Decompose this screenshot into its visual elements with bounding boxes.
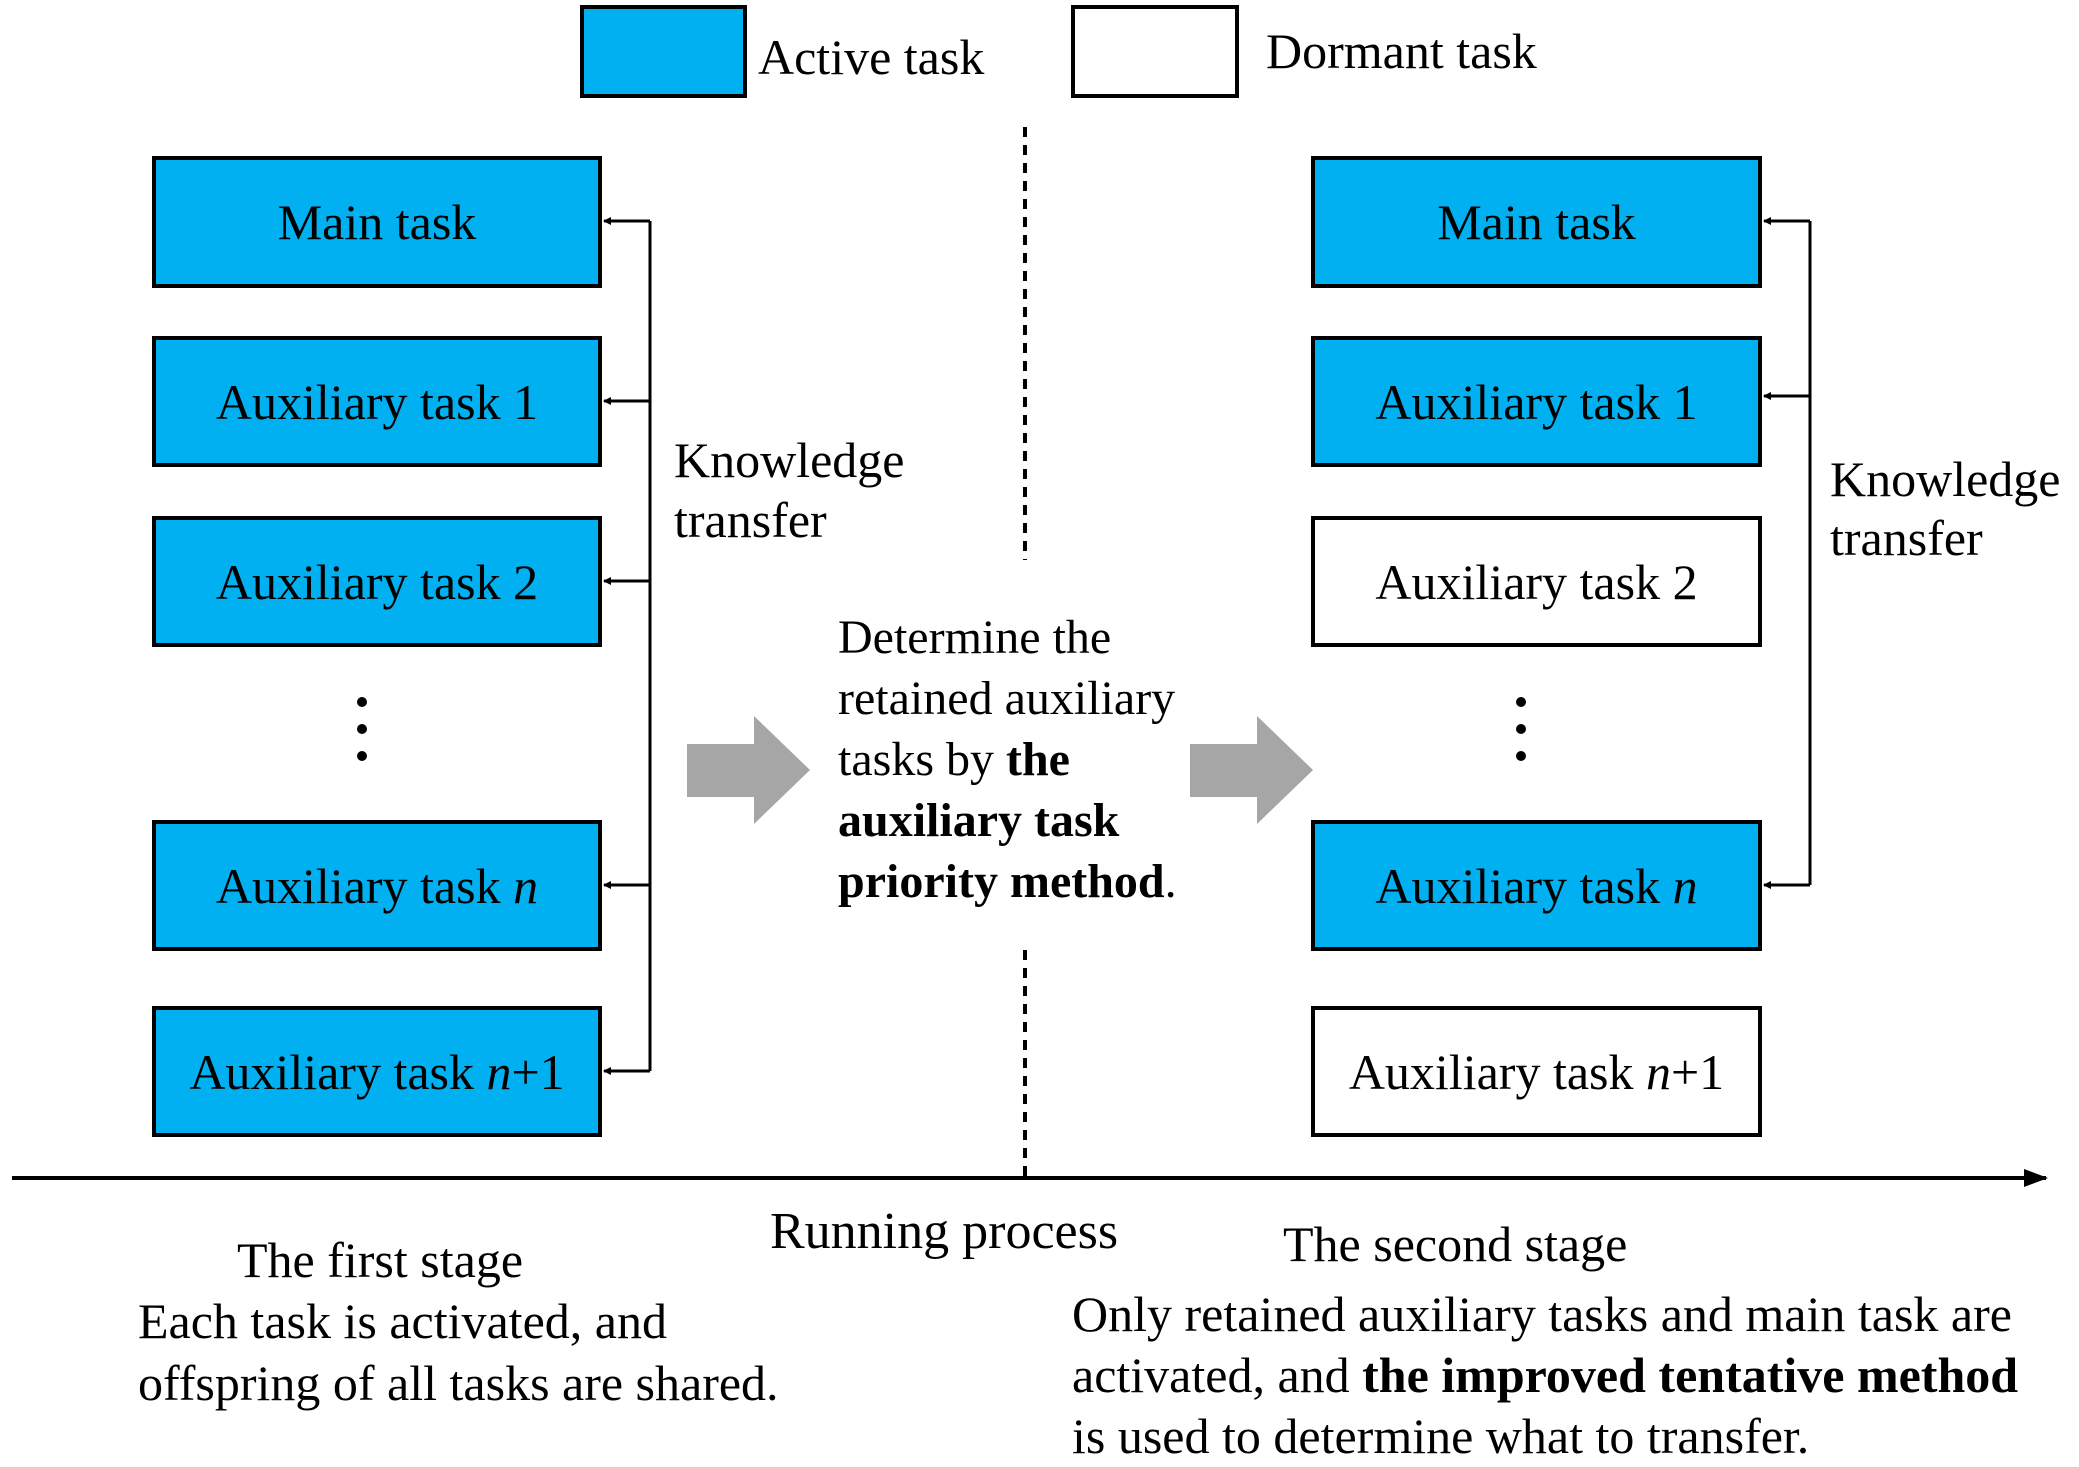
stage1-auxiliary-task-1: Auxiliary task 1 (152, 336, 602, 467)
stage2-transfer-label-line2: transfer (1830, 510, 1983, 566)
middle-line3-plain: tasks by (838, 733, 1006, 786)
legend-active-swatch (580, 5, 747, 98)
stage2-auxiliary-task-n-plus-1: Auxiliary task n+1 (1311, 1006, 1762, 1137)
task-index: n (1672, 857, 1698, 914)
stage2-desc-line3: is used to determine what to transfer. (1072, 1408, 1810, 1464)
stage2-transfer-bracket (1763, 217, 1812, 889)
stage2-desc-line2: activated, and the improved tentative me… (1072, 1345, 2018, 1406)
stage2-title: The second stage (1283, 1216, 1628, 1272)
middle-line5-plain: . (1164, 855, 1177, 908)
stage1-transfer-label-line2: transfer (674, 492, 827, 548)
task-suffix: +1 (1670, 1043, 1725, 1100)
middle-line3: tasks by the (838, 729, 1070, 790)
stage2-desc-line2-plain: activated, and (1072, 1347, 1363, 1403)
stage1-transfer-label-line1: Knowledge (674, 432, 905, 488)
gray-arrow-2 (1190, 716, 1313, 824)
task-label: Main task (277, 194, 477, 250)
stage2-desc-line1: Only retained auxiliary tasks and main t… (1072, 1286, 2012, 1342)
stage1-ellipsis (357, 697, 367, 761)
stage1-auxiliary-task-n-plus-1: Auxiliary task n+1 (152, 1006, 602, 1137)
middle-line3-bold: the (1006, 733, 1070, 786)
task-label: Auxiliary task (189, 1043, 487, 1100)
middle-line1: Determine the (838, 611, 1112, 664)
stage1-transfer-bracket (603, 217, 652, 1075)
stage1-main-task: Main task (152, 156, 602, 288)
task-suffix: +1 (511, 1043, 565, 1100)
middle-line2: retained auxiliary (838, 672, 1176, 725)
task-label: Auxiliary task (215, 857, 514, 914)
legend-dormant-label: Dormant task (1266, 23, 1537, 79)
stage2-ellipsis (1516, 697, 1526, 761)
middle-line4: auxiliary task (838, 790, 1119, 851)
stage1-auxiliary-task-2: Auxiliary task 2 (152, 516, 602, 647)
task-label: Auxiliary task (1348, 1043, 1646, 1100)
stage1-desc-line2: offspring of all tasks are shared. (138, 1355, 779, 1411)
stage1-title: The first stage (237, 1232, 524, 1288)
task-label: Auxiliary task 2 (1375, 553, 1698, 610)
stage2-auxiliary-task-2: Auxiliary task 2 (1311, 516, 1762, 647)
task-label: Auxiliary task 2 (215, 553, 539, 610)
stage2-desc-line2-bold: the improved tentative method (1362, 1347, 2019, 1403)
task-index: n (486, 1043, 512, 1100)
legend-active-label: Active task (758, 29, 985, 85)
task-label: Auxiliary task 1 (1375, 373, 1698, 430)
task-label: Auxiliary task 1 (215, 373, 539, 430)
task-index: n (513, 857, 539, 914)
axis-label: Running process (770, 1203, 1119, 1260)
gray-arrow-1 (687, 716, 810, 824)
stage1-auxiliary-task-n: Auxiliary task n (152, 820, 602, 951)
middle-line5: priority method. (838, 851, 1177, 912)
stage2-transfer-label-line1: Knowledge (1830, 451, 2061, 507)
task-index: n (1645, 1043, 1671, 1100)
stage2-auxiliary-task-n: Auxiliary task n (1311, 820, 1762, 951)
task-label: Main task (1437, 194, 1636, 250)
middle-line5-bold: priority method (838, 855, 1165, 908)
legend-dormant-swatch (1071, 5, 1239, 98)
middle-line4-bold: auxiliary task (838, 794, 1120, 847)
task-label: Auxiliary task (1375, 857, 1673, 914)
stage2-main-task: Main task (1311, 156, 1762, 288)
stage1-desc-line1: Each task is activated, and (138, 1293, 667, 1349)
stage2-auxiliary-task-1: Auxiliary task 1 (1311, 336, 1762, 467)
